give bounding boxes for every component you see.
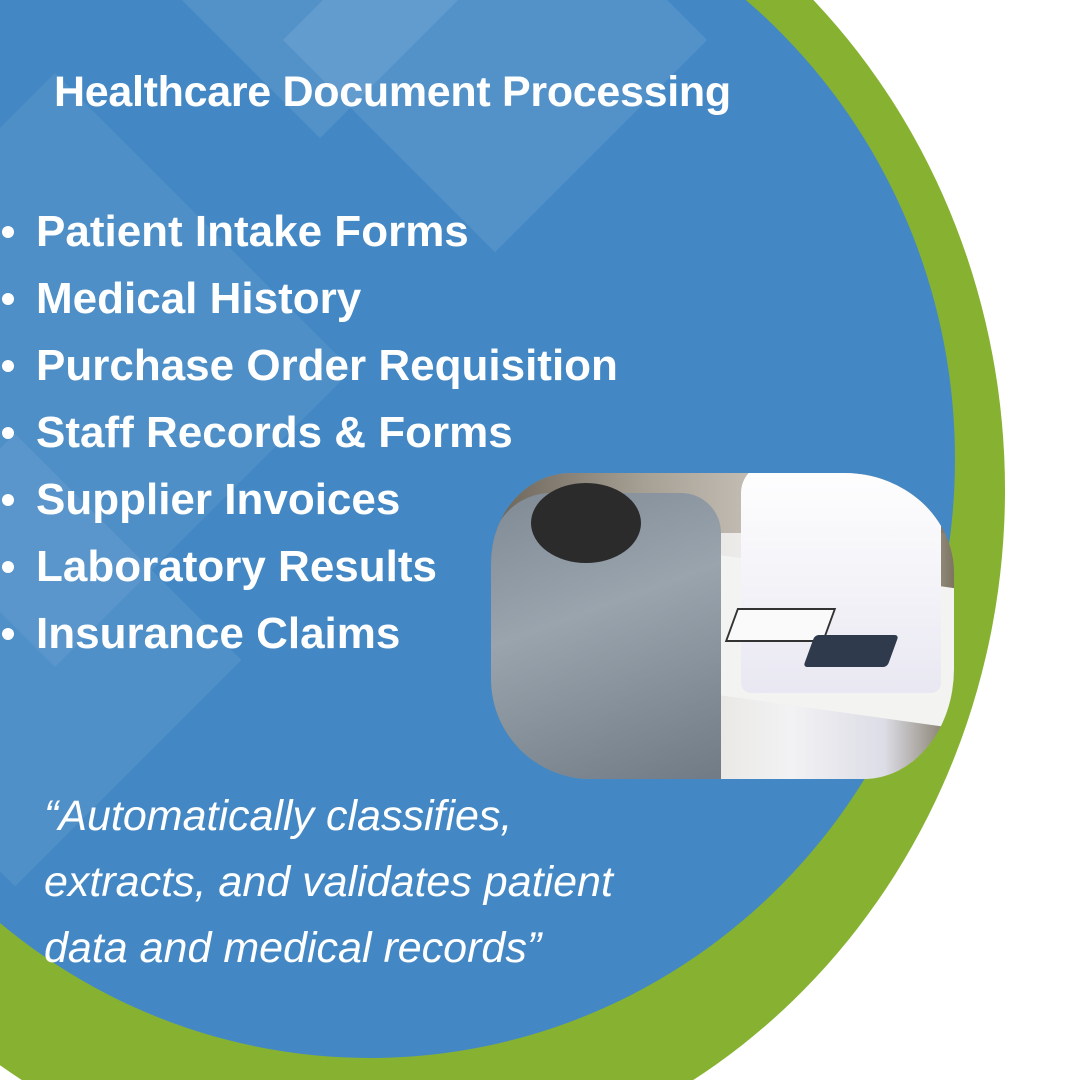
quote-line: “Automatically classifies, bbox=[44, 792, 513, 840]
list-item-label: Purchase Order Requisition bbox=[36, 340, 618, 390]
tagline-quote: “Automatically classifies, extracts, and… bbox=[44, 783, 613, 981]
bullet-icon bbox=[2, 493, 14, 506]
page-title: Healthcare Document Processing bbox=[54, 68, 731, 116]
bullet-icon bbox=[2, 359, 14, 372]
list-item-label: Patient Intake Forms bbox=[36, 206, 469, 256]
bullet-icon bbox=[2, 560, 14, 573]
quote-line: extracts, and validates patient bbox=[44, 858, 613, 906]
list-item: Patient Intake Forms bbox=[0, 198, 618, 265]
photo-patient bbox=[491, 483, 721, 779]
document-type-list: Patient Intake Forms Medical History Pur… bbox=[0, 198, 618, 667]
list-item-label: Medical History bbox=[36, 273, 362, 323]
list-item: Staff Records & Forms bbox=[0, 399, 618, 466]
bullet-icon bbox=[2, 426, 14, 439]
list-item-label: Laboratory Results bbox=[36, 541, 437, 591]
bullet-icon bbox=[2, 627, 14, 640]
bullet-icon bbox=[2, 225, 14, 238]
list-item: Insurance Claims bbox=[0, 600, 618, 667]
list-item-label: Insurance Claims bbox=[36, 608, 401, 658]
bullet-icon bbox=[2, 292, 14, 305]
list-item: Laboratory Results bbox=[0, 533, 618, 600]
doctor-patient-photo bbox=[491, 473, 954, 779]
list-item-label: Supplier Invoices bbox=[36, 474, 401, 524]
list-item: Purchase Order Requisition bbox=[0, 332, 618, 399]
photo-patient-head bbox=[531, 483, 641, 563]
quote-line: data and medical records” bbox=[44, 924, 542, 972]
list-item: Medical History bbox=[0, 265, 618, 332]
list-item: Supplier Invoices bbox=[0, 466, 618, 533]
photo-tablet bbox=[803, 635, 899, 667]
list-item-label: Staff Records & Forms bbox=[36, 407, 513, 457]
